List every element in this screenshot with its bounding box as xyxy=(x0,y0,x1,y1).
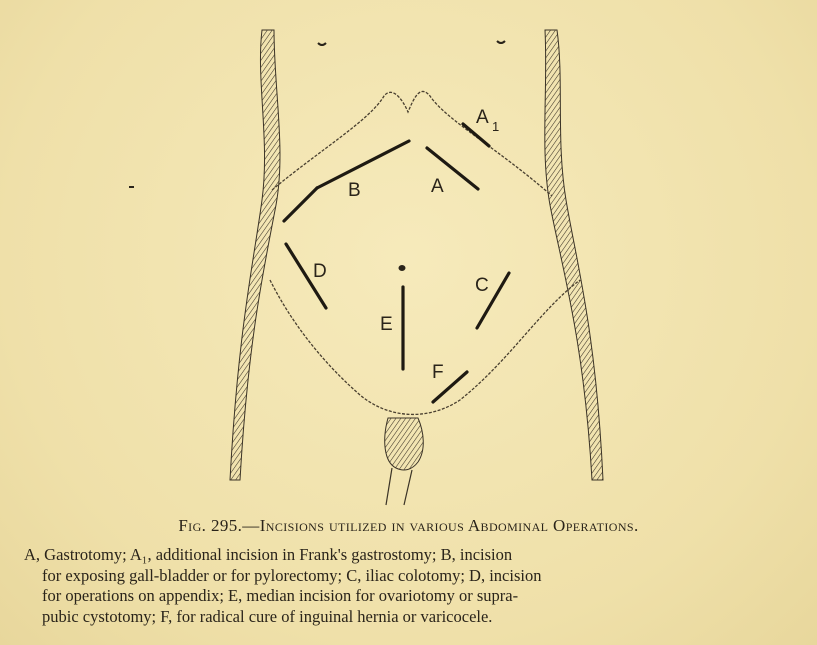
torso-illustration: A 1 A B D C E F xyxy=(0,0,817,515)
right-nipple xyxy=(497,41,505,43)
caption-line: for exposing gall-bladder or for pylorec… xyxy=(24,566,804,587)
left-nipple xyxy=(318,43,326,45)
torso-left-outline xyxy=(230,30,280,480)
incision-b xyxy=(317,141,409,188)
genitals xyxy=(385,418,424,470)
thigh-line xyxy=(386,468,412,505)
caption-line: pubic cystotomy; F, for radical cure of … xyxy=(24,607,804,628)
label-e: E xyxy=(380,314,393,335)
label-b: B xyxy=(348,180,361,201)
label-f: F xyxy=(432,362,444,383)
label-d: D xyxy=(313,261,327,282)
label-c: C xyxy=(475,275,489,296)
costal-margin xyxy=(272,91,552,196)
label-a: A xyxy=(431,176,444,197)
incision-b-curve xyxy=(284,188,317,221)
abdominal-incisions-figure: A 1 A B D C E F xyxy=(0,0,817,515)
caption-line: A, Gastrotomy; A₁, additional incision i… xyxy=(24,545,804,566)
caption-line: for operations on appendix; E, median in… xyxy=(24,586,804,607)
figure-caption-body: A, Gastrotomy; A₁, additional incision i… xyxy=(24,545,804,627)
torso-right-outline xyxy=(545,30,603,480)
figure-caption-title: Fig. 295.—Incisions utilized in various … xyxy=(0,516,817,536)
groin-line xyxy=(270,280,580,414)
label-a1-subscript: 1 xyxy=(492,119,499,134)
umbilicus xyxy=(399,265,406,271)
label-a1: A xyxy=(476,107,489,128)
